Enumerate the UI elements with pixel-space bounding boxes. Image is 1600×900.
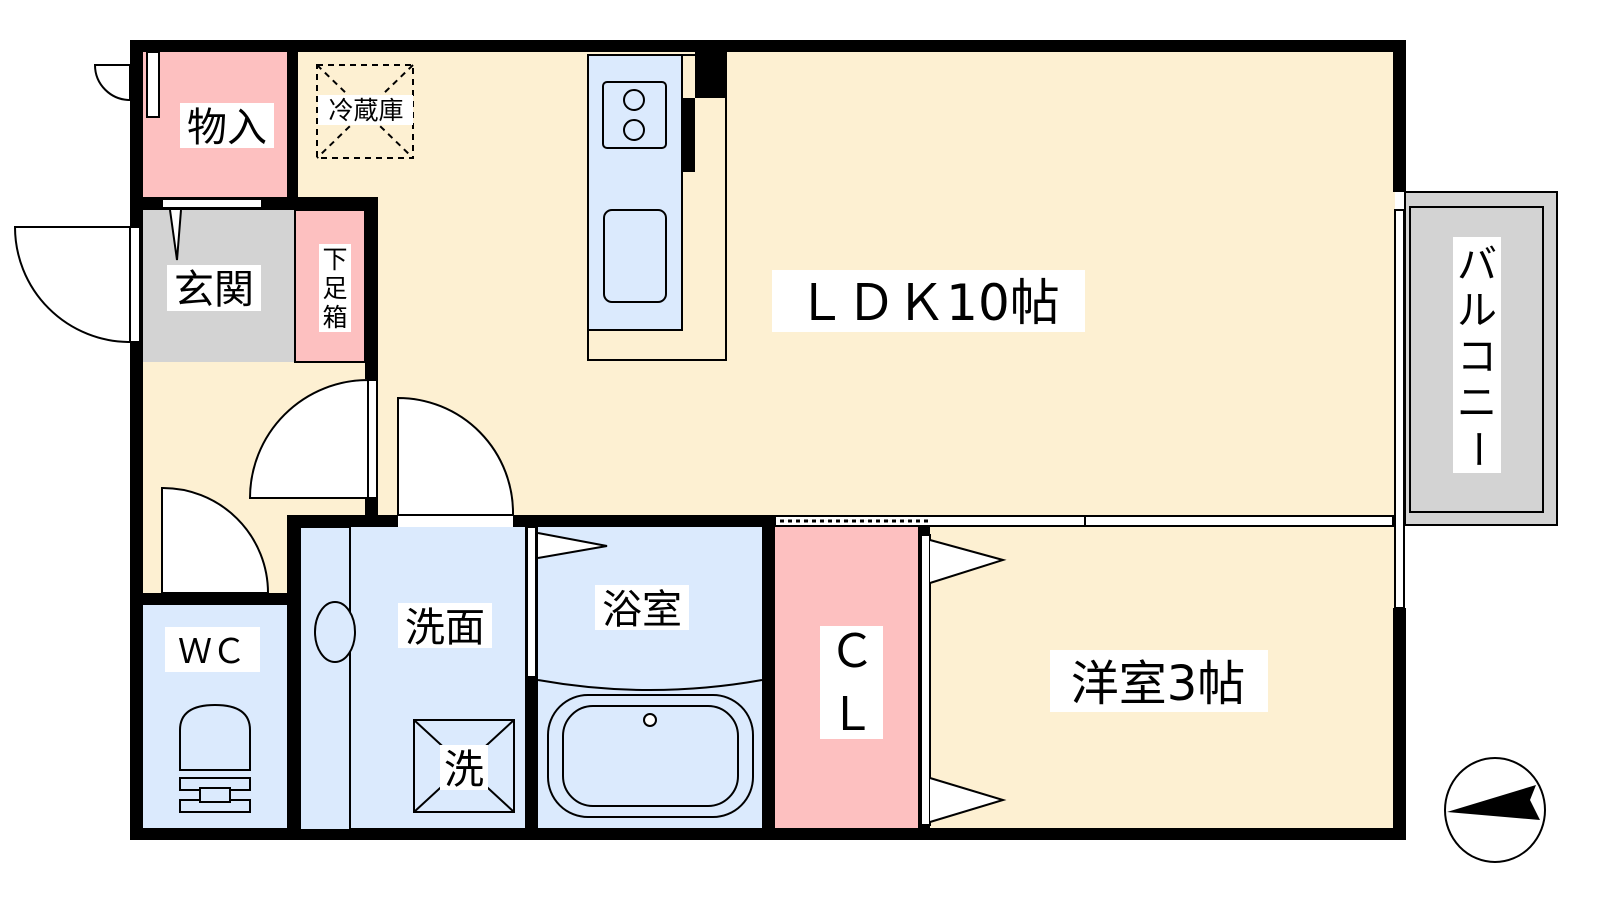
- doors: [13, 64, 515, 594]
- wc-label: ＷＣ: [178, 632, 246, 672]
- balcony-window: [1394, 209, 1405, 609]
- compass-icon: [1444, 757, 1546, 863]
- closet-label-2: Ｌ: [829, 687, 875, 741]
- washroom-label: 洗面: [405, 605, 485, 651]
- shoe-box-label-1: 下: [322, 245, 347, 274]
- bathroom-label: 浴室: [602, 587, 682, 633]
- washbasin-icon: [314, 601, 356, 663]
- western-room-label: 洋室3帖: [1071, 656, 1246, 712]
- storage-label: 物入: [187, 105, 267, 151]
- window-entrance-top: [161, 198, 263, 209]
- bath-door: [526, 526, 537, 678]
- closet-door: [920, 534, 931, 826]
- ldk-label: ＬＤＫ10帖: [796, 274, 1060, 332]
- entrance-label: 玄関: [174, 267, 254, 313]
- sink-icon: [603, 209, 667, 303]
- window-storage: [146, 51, 160, 118]
- vanity-counter: [299, 526, 351, 831]
- fridge-label: 冷蔵庫: [328, 96, 403, 125]
- shoe-box-label-3: 箱: [322, 303, 347, 332]
- shoe-box-label-2: 足: [322, 274, 347, 303]
- bathtub-icon: [547, 694, 754, 818]
- balcony-label-1: バ: [1457, 242, 1497, 288]
- balcony-label-5: ー: [1454, 429, 1500, 469]
- washer-label: 洗: [444, 747, 484, 793]
- closet-label-1: Ｃ: [829, 624, 875, 678]
- toilet-icon: [179, 703, 251, 813]
- balcony-label-4: ニ: [1457, 380, 1497, 426]
- stove-icon: [602, 81, 667, 149]
- balcony-label-2: ル: [1457, 288, 1497, 334]
- balcony-rail: [1409, 206, 1544, 513]
- balcony-label-3: コ: [1457, 334, 1497, 380]
